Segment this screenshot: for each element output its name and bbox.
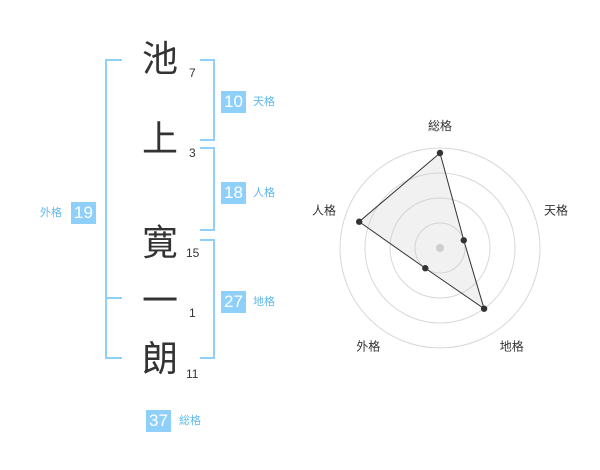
gai-fortune-label: 外格 [40,206,62,219]
radar-point-2 [460,237,467,244]
radar-series-area [358,152,485,310]
ten-fortune-value: 10 [221,91,246,113]
radar-point-3 [480,305,488,312]
gai-fortune-value: 19 [71,202,96,224]
sou-fortune-value: 37 [146,410,171,432]
radar-axis-label-3: 地格 [500,339,524,354]
stroke-count-4: 1 [189,306,196,320]
bracket-chi [200,239,215,359]
radar-axis-label-1: 総格 [428,118,452,133]
name-char-4: 一 [141,281,178,322]
name-char-5: 朗 [141,339,178,380]
bracket-ten [200,59,215,141]
radar-center-dot [436,244,444,252]
stroke-count-3: 15 [186,246,200,260]
bracket-jin [200,147,215,231]
stroke-count-1: 7 [189,66,196,80]
stroke-count-5: 11 [186,367,199,381]
radar-point-4 [422,265,429,272]
radar-ring [414,222,466,274]
radar-axis-label-5: 人格 [312,202,336,217]
radar-ring [339,147,541,349]
radar-point-1 [436,149,444,157]
radar-axis-label-2: 天格 [544,202,568,217]
bracket-outer [105,59,122,359]
name-char-3: 寛 [141,223,178,264]
sou-fortune-label: 総格 [179,414,201,427]
name-char-1: 池 [141,39,178,80]
radar-axis-label-4: 外格 [356,339,380,354]
ten-fortune-label: 天格 [253,95,275,108]
radar-ring [364,172,516,324]
radar-point-5 [355,218,363,225]
name-char-2: 上 [141,119,178,160]
chi-fortune-label: 地格 [253,295,275,308]
jin-fortune-value: 18 [221,182,246,204]
radar-ring [389,197,491,299]
chi-fortune-value: 27 [221,291,246,313]
jin-fortune-label: 人格 [253,186,275,199]
stroke-count-2: 3 [189,146,196,160]
